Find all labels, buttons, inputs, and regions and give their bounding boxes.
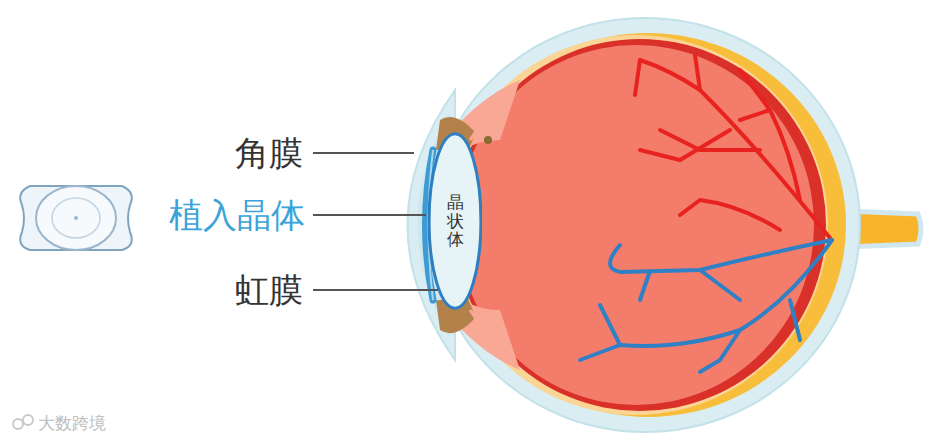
watermark: 大数跨境 xyxy=(38,415,106,432)
lens-label: 晶状体 xyxy=(447,193,464,249)
lens-node: 晶状体 xyxy=(428,132,482,310)
part-label: 虹膜 xyxy=(235,273,303,307)
ciliary-body xyxy=(462,80,520,150)
ciliary-body xyxy=(462,300,520,370)
vitreous xyxy=(458,45,814,405)
part-label: 植入晶体 xyxy=(169,198,305,232)
watermark-logo xyxy=(13,415,33,429)
sclera xyxy=(430,18,860,432)
part-label: 角膜 xyxy=(235,136,303,170)
arteries xyxy=(635,55,830,238)
icl-product xyxy=(20,186,132,250)
iris-dot xyxy=(484,136,492,144)
choroid xyxy=(450,33,846,417)
choroid-inner xyxy=(444,35,828,415)
leader-lines xyxy=(313,153,440,290)
veins xyxy=(580,240,832,372)
retina xyxy=(454,39,826,411)
